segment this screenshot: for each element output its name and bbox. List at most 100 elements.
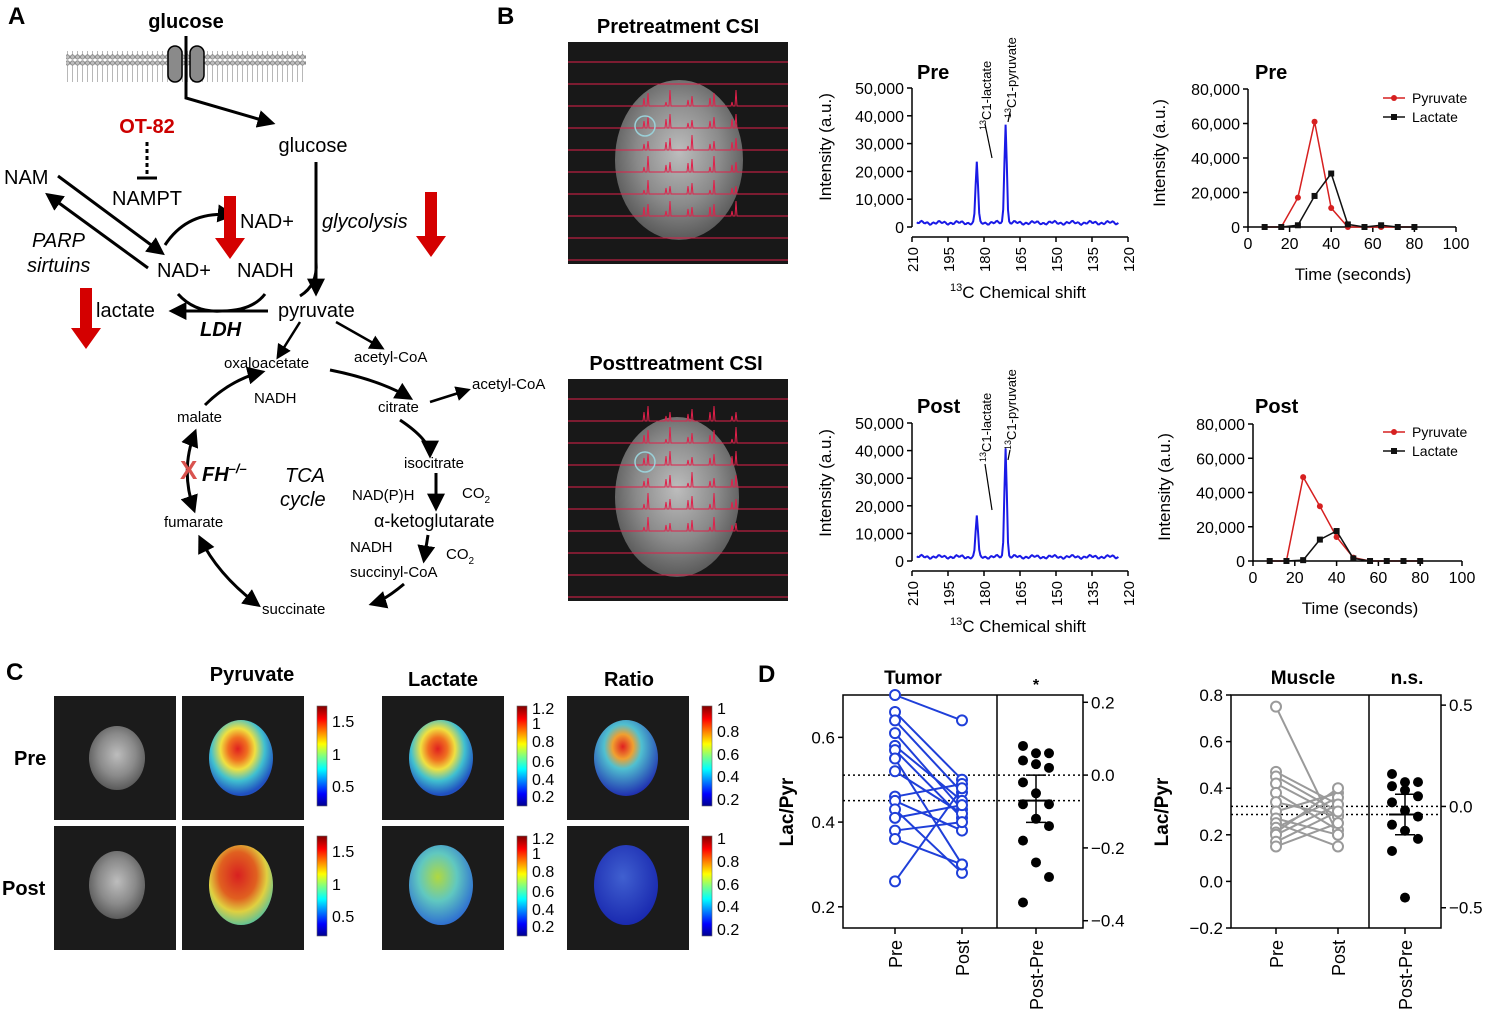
spectrum-pre-peak-pyr: 13C1-pyruvate: [1003, 37, 1019, 118]
kinetics-line-pyruvate: [1269, 474, 1421, 562]
kinetics-y-tick-label: 20,000: [1196, 520, 1245, 537]
spectrum-y-tick-label: 50,000: [855, 416, 904, 433]
kinetics-point-lactate: [1394, 224, 1401, 230]
pair-line: [1275, 796, 1339, 829]
transporter-right: [189, 45, 205, 83]
spectrum-pre-peak-lac: 13C1-lactate: [978, 61, 994, 130]
spectrum-x-tick-label: 195: [941, 581, 958, 606]
difference-point: [1413, 833, 1423, 844]
csi-voxel-spectrum: [700, 116, 722, 129]
post-point: [1332, 805, 1344, 818]
spectrum-pre-xlabel: 13C Chemical shift: [950, 282, 1086, 302]
acetyl-coa-2-label: acetyl-CoA: [472, 376, 545, 393]
pre-point: [889, 765, 901, 778]
csi-voxel-spectrum: [678, 495, 700, 510]
csi-voxel-spectrum: [722, 161, 744, 173]
legend-label: Lactate: [1412, 109, 1458, 125]
legend-marker: [1391, 448, 1397, 454]
legend-label: Lactate: [1412, 443, 1458, 459]
colorbar: [316, 705, 328, 807]
kinetics-post-chart: Post Intensity (a.u.) Time (seconds) 020…: [1155, 396, 1475, 618]
csi-voxel-spectrum: [678, 471, 700, 488]
csi-voxel-spectrum: [722, 522, 744, 532]
pair-line: [1275, 810, 1339, 843]
map-ratio-title: Ratio: [604, 669, 654, 691]
map-pre-ratio-heat: [594, 720, 658, 796]
succinyl-coa-label: succinyl-CoA: [350, 564, 438, 581]
spectrum-post-title: Post: [917, 396, 961, 418]
kinetics-point-lactate: [1294, 222, 1301, 229]
succoa-to-succinate-arrow: [368, 582, 405, 609]
pair-line: [1275, 771, 1339, 806]
kinetics-x-tick-label: 20: [1286, 570, 1304, 587]
pre-point: [889, 727, 901, 740]
csi-post-spectral-grid: [568, 398, 788, 598]
pyruvate-to-acoa-arrow: [335, 320, 385, 350]
csi-voxel-spectrum: [722, 450, 744, 466]
map-row-pre: Pre: [14, 748, 46, 770]
nad-center-label: NAD+: [240, 211, 294, 233]
x-category-label: Post: [1329, 940, 1349, 976]
spectrum-x-tick-label: 180: [977, 581, 994, 606]
kinetics-point-pyruvate: [1311, 118, 1318, 125]
csi-voxel-spectrum: [656, 411, 678, 422]
spectrum-y-tick-label: 0: [895, 220, 904, 237]
csi-voxel-spectrum: [634, 203, 656, 217]
csi-voxel-spectrum: [678, 456, 700, 466]
succinate-fumarate-arrow: [198, 534, 261, 608]
csi-voxel-spectrum: [656, 522, 678, 532]
pair-line: [1275, 803, 1339, 836]
kinetics-x-tick-label: 0: [1249, 570, 1258, 587]
kinetics-point-lactate: [1300, 557, 1307, 564]
pair-line: [1275, 782, 1339, 818]
left-tick-label: 0.2: [1199, 826, 1223, 845]
csi-voxel-spectrum: [722, 89, 744, 107]
oxaloacetate-label: oxaloacetate: [224, 355, 309, 372]
kinetics-x-tick-label: 40: [1322, 236, 1340, 253]
csi-post-title: Posttreatment CSI: [589, 353, 762, 375]
csi-voxel-spectrum: [634, 405, 656, 422]
csi-voxel-spectrum: [634, 429, 656, 444]
kinetics-y-tick-label: 60,000: [1191, 117, 1240, 134]
parp-label: PARP: [32, 230, 86, 252]
kinetics-post-xlabel: Time (seconds): [1302, 599, 1419, 618]
spectrum-x-tick-label: 210: [905, 581, 922, 606]
pre-point: [889, 833, 901, 846]
colorbar-tick-label: 0.4: [717, 769, 739, 786]
csi-voxel-spectrum: [678, 182, 700, 195]
fumarate-malate-arrow: [180, 428, 199, 514]
pair-line: [894, 745, 963, 802]
kinetics-point-lactate: [1278, 224, 1285, 230]
nadh-akg-label: NADH: [350, 539, 393, 556]
colorbar-tick-label: 1: [532, 846, 541, 863]
pre-point: [889, 689, 901, 701]
pyruvate-to-oaa-arrow: [276, 321, 302, 360]
kinetics-y-tick-label: 20,000: [1191, 186, 1240, 203]
csi-voxel-spectrum: [700, 203, 722, 217]
right-tick-label: 0.0: [1449, 797, 1473, 816]
pre-point: [1270, 840, 1282, 853]
csi-voxel-spectrum: [656, 450, 678, 466]
difference-point: [1044, 748, 1054, 759]
csi-pre-roi: [634, 115, 656, 137]
nadh-oaa-label: NADH: [254, 390, 297, 407]
difference-point: [1044, 799, 1054, 810]
glucose-uptake-arrow: [184, 36, 276, 128]
kinetics-line-lactate: [1264, 171, 1415, 228]
difference-point: [1044, 872, 1054, 883]
colorbar: [516, 835, 528, 937]
plot-frame: [842, 694, 1084, 929]
difference-point: [1413, 791, 1423, 802]
post-point: [1332, 817, 1344, 830]
csi-voxel-spectrum: [678, 408, 700, 422]
pair-line: [1275, 822, 1339, 848]
kinetics-point-lactate: [1383, 558, 1390, 564]
csi-pre-spectral-grid: [568, 61, 788, 261]
left-tick-label: 0.6: [811, 728, 835, 747]
colorbar-tick-label: 0.6: [717, 747, 739, 764]
csi-voxel-spectrum: [634, 453, 656, 466]
pair-line: [894, 719, 963, 794]
map-post-anatomy-tumor: [89, 851, 145, 919]
plot-frame: [1230, 694, 1442, 929]
